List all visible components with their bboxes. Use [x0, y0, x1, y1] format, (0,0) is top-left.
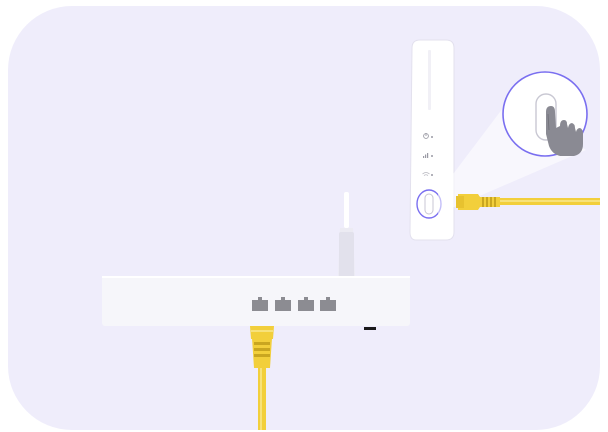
- router-reset-slot: [364, 327, 376, 330]
- satellite-device: [410, 40, 454, 240]
- zoom-callout: [503, 72, 587, 156]
- background-panel: [8, 6, 600, 430]
- satellite-sync-button[interactable]: [425, 194, 433, 214]
